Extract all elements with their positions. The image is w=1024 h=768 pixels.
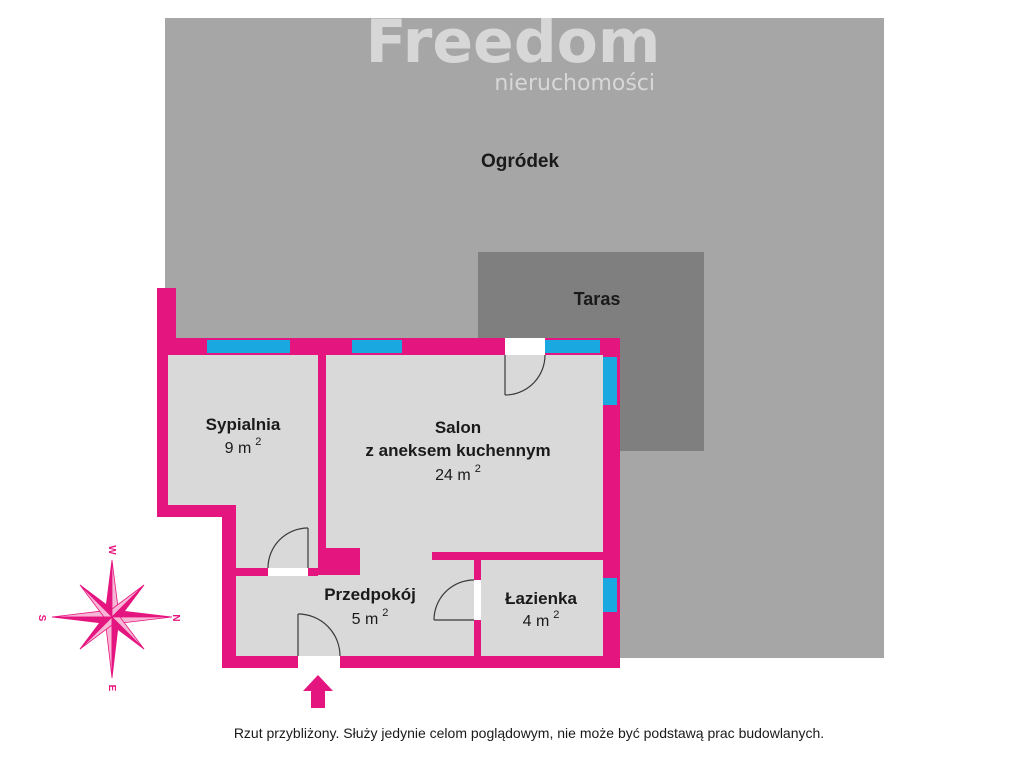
area-unit-power: 2 <box>475 463 481 475</box>
room-name-bedroom: Sypialnia <box>206 415 281 434</box>
area-value: 24 m <box>435 467 471 484</box>
entrance-arrow-icon <box>303 675 333 708</box>
door-opening-terrace <box>505 338 545 355</box>
compass-ray-se-b <box>111 616 145 650</box>
door-swing-bathroom <box>433 579 475 621</box>
compass-rose-icon: W N S E <box>36 545 181 691</box>
area-unit-power: 2 <box>382 607 388 619</box>
door-opening-bathroom <box>474 580 481 620</box>
door-swing-entrance <box>297 613 341 657</box>
wall-bottom <box>222 656 620 668</box>
disclaimer-text: Rzut przybliżony. Służy jedynie celom po… <box>234 725 824 741</box>
door-swing-bedroom <box>267 527 309 569</box>
wall-bedroom-step <box>157 505 236 517</box>
room-name-living-line2: z aneksem kuchennym <box>365 441 550 460</box>
window-salon-1 <box>352 340 402 353</box>
window-salon-right <box>603 357 617 405</box>
compass-letter-right: N <box>170 614 181 621</box>
window-bedroom <box>207 340 290 353</box>
wall-lower-left <box>222 505 236 668</box>
area-value: 4 m <box>523 613 550 630</box>
wall-left <box>157 338 168 517</box>
area-unit-power: 2 <box>255 436 261 448</box>
wall-bedroom-salon <box>318 355 326 550</box>
windows <box>207 340 617 612</box>
wall-block <box>318 548 360 575</box>
terrace-label: Taras <box>574 289 621 309</box>
area-unit-power: 2 <box>553 609 559 621</box>
brand-tagline: nieruchomości <box>494 71 655 96</box>
wall-salon-bathroom <box>432 552 603 560</box>
area-value: 9 m <box>225 440 252 457</box>
doors <box>267 338 546 668</box>
door-opening-entrance <box>298 656 340 668</box>
room-name-hall: Przedpokój <box>324 585 416 604</box>
brand-logo-text: Freedom <box>366 7 661 77</box>
window-bathroom <box>603 578 617 612</box>
compass-letter-bottom: E <box>106 685 117 692</box>
window-salon-2 <box>545 340 600 353</box>
room-name-living-line1: Salon <box>435 418 481 437</box>
room-label-living: Salon z aneksem kuchennym 24 m 2 <box>365 418 550 484</box>
door-swing-terrace <box>504 354 546 396</box>
room-name-bathroom: Łazienka <box>505 589 577 608</box>
door-opening-bedroom <box>268 568 308 576</box>
apartment-floor <box>157 338 620 668</box>
area-value: 5 m <box>352 611 379 628</box>
room-area-living: 24 m 2 <box>435 463 481 484</box>
outside-blank-area <box>150 517 222 677</box>
garden-label: Ogródek <box>481 151 560 172</box>
compass-letter-top: W <box>106 545 117 555</box>
compass-ray-sw-b <box>79 616 113 650</box>
compass-letter-left: S <box>36 615 47 622</box>
